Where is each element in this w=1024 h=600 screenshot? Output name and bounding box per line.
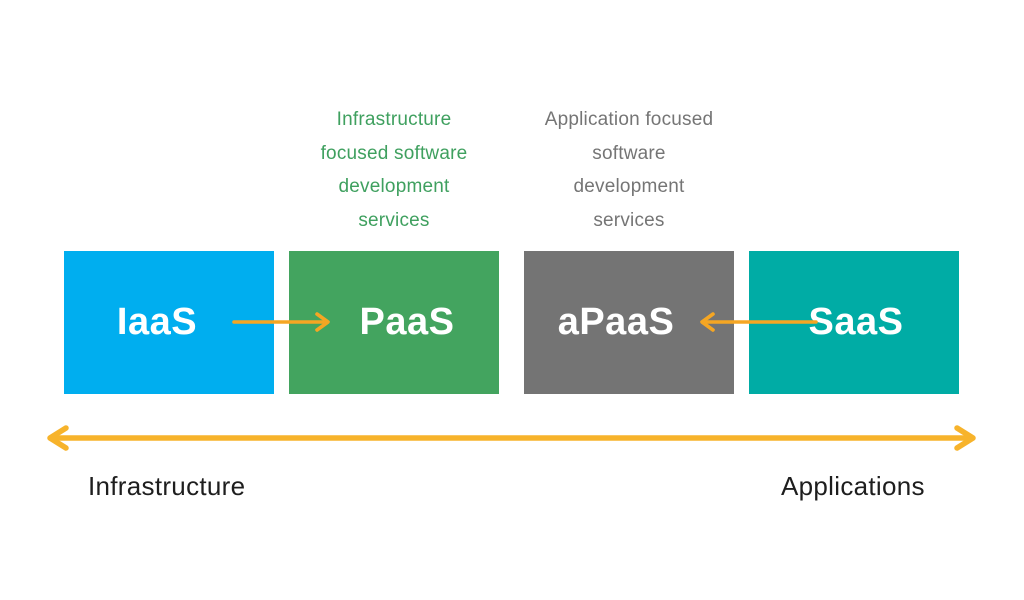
annotation-line: development [338, 176, 450, 197]
infrastructure-applications-axis-arrow-icon [47, 425, 976, 451]
saas-label: SaaS [808, 301, 904, 343]
apaas-label: aPaaS [557, 301, 675, 343]
infrastructure-focused-annotation: Infrastructure focused software developm… [264, 103, 524, 237]
annotation-line: services [358, 209, 430, 231]
annotation-line: Infrastructure [336, 109, 452, 130]
iaas-label: IaaS [116, 301, 198, 343]
annotation-line: services [593, 209, 665, 231]
infrastructure-axis-label: Infrastructure [88, 471, 246, 501]
annotation-line: Application focused [544, 109, 714, 130]
saas-box: SaaS [749, 251, 959, 394]
paas-label: PaaS [359, 301, 455, 343]
paas-box: PaaS [289, 251, 499, 394]
iaas-box: IaaS [64, 251, 274, 394]
annotation-line: software [592, 142, 666, 164]
annotation-line: development [573, 176, 685, 197]
annotation-line: focused software [320, 142, 468, 164]
application-focused-annotation: Application focused software development… [499, 103, 759, 237]
apaas-box: aPaaS [524, 251, 734, 394]
applications-axis-label: Applications [781, 471, 925, 501]
